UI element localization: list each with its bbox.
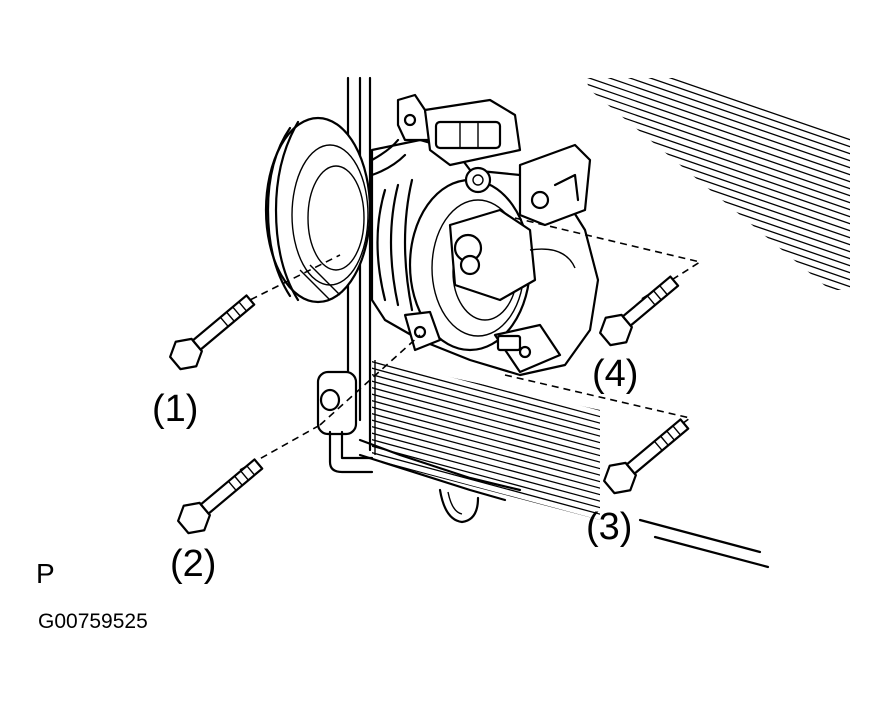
hatch-line — [372, 474, 600, 520]
condenser-pipe-fitting — [316, 370, 480, 524]
hatch-line — [585, 78, 850, 158]
hatch-line — [372, 468, 600, 520]
hatch-line — [585, 78, 850, 186]
hatch-line — [372, 481, 600, 520]
hatch-line — [585, 78, 850, 179]
hatch-line — [585, 78, 850, 151]
hatch-line — [372, 416, 600, 488]
compressor-body — [370, 93, 600, 377]
hatch-line — [585, 109, 850, 221]
hatch-line — [372, 513, 600, 520]
hatch-line — [585, 88, 850, 200]
callout-bolt-3: (3) — [586, 506, 633, 548]
hatch-line — [372, 383, 600, 456]
callout-bolt-4: (4) — [592, 353, 639, 395]
hatch-line — [372, 364, 600, 436]
hatch-line — [372, 435, 600, 508]
hatch-line — [372, 403, 600, 475]
hatch-line — [372, 429, 600, 501]
hatch-line — [372, 409, 600, 482]
hatch-line — [372, 370, 600, 443]
hatch-line — [585, 102, 850, 214]
hatch-line — [372, 448, 600, 520]
hatch-line — [372, 494, 600, 520]
callout-bolt-2: (2) — [170, 543, 217, 585]
view-letter: P — [36, 558, 55, 589]
bolt-1 — [169, 294, 256, 371]
figure-code: G00759525 — [38, 610, 148, 633]
hatch-line — [372, 422, 600, 495]
hatch-line — [372, 461, 600, 520]
hatch-line — [585, 81, 850, 193]
hatch-line — [372, 396, 600, 469]
bolt-4 — [599, 275, 680, 347]
hatch-line — [585, 78, 850, 165]
hatch-line — [372, 442, 600, 514]
hatch-line — [372, 390, 600, 462]
hatch-line — [372, 377, 600, 449]
bolt-2 — [177, 458, 264, 535]
bolt-3 — [603, 418, 690, 495]
hatch-line — [372, 360, 600, 430]
hatch-line — [585, 95, 850, 207]
hatch-line — [585, 78, 850, 172]
compressor-pulley — [264, 116, 372, 304]
hatch-line — [372, 507, 600, 520]
hatch-line — [372, 500, 600, 520]
callout-bolt-1: (1) — [152, 388, 199, 430]
hatch-line — [372, 487, 600, 520]
radiator-edge-lines — [638, 518, 770, 569]
